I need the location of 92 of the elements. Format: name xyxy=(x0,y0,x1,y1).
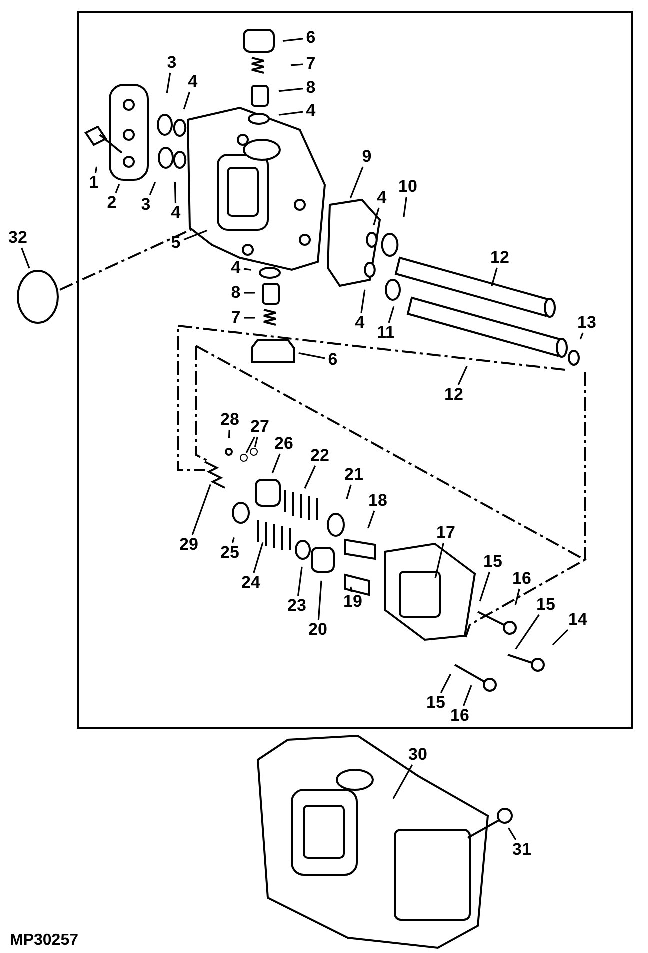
leader-line xyxy=(580,332,584,340)
callout-number: 16 xyxy=(448,707,472,725)
leader-line xyxy=(508,828,517,840)
leader-line xyxy=(184,230,208,241)
callout-number: 15 xyxy=(481,553,505,571)
ball-circle xyxy=(240,454,248,462)
leader-line xyxy=(360,290,366,314)
callout-number: 29 xyxy=(177,536,201,554)
callout-number: 16 xyxy=(510,570,534,588)
callout-number: 25 xyxy=(218,544,242,562)
callout-number: 30 xyxy=(406,746,430,764)
leader-line xyxy=(282,38,304,42)
leader-line xyxy=(463,685,472,706)
callout-number: 10 xyxy=(396,178,420,196)
callout-number: 2 xyxy=(105,194,119,212)
leader-line xyxy=(491,268,498,286)
callout-number: 15 xyxy=(424,694,448,712)
callout-number: 9 xyxy=(360,148,374,166)
callout-number: 14 xyxy=(566,611,590,629)
leader-line xyxy=(192,484,212,536)
leader-line xyxy=(149,182,156,196)
callout-number: 23 xyxy=(285,597,309,615)
callout-number: 6 xyxy=(326,351,340,369)
callout-number: 6 xyxy=(304,29,318,47)
leader-line xyxy=(373,208,380,226)
leader-line xyxy=(232,538,235,544)
callout-number: 3 xyxy=(139,196,153,214)
callout-number: 12 xyxy=(488,249,512,267)
leader-line xyxy=(479,572,490,602)
leader-line xyxy=(183,92,191,110)
leader-line xyxy=(515,614,540,650)
leader-line xyxy=(458,366,468,386)
leader-line xyxy=(278,111,304,116)
callout-number: 18 xyxy=(366,492,390,510)
callout-number: 3 xyxy=(165,54,179,72)
leader-line xyxy=(115,184,120,194)
leader-line xyxy=(403,196,408,218)
leader-line xyxy=(552,629,569,646)
leader-line xyxy=(228,430,230,438)
callout-number: 8 xyxy=(229,284,243,302)
leader-line xyxy=(174,182,177,204)
callout-number: 8 xyxy=(304,79,318,97)
leader-line xyxy=(304,466,316,489)
leader-line xyxy=(253,542,264,574)
leader-line xyxy=(298,352,326,360)
leader-line xyxy=(318,580,322,620)
leader-line xyxy=(246,436,256,454)
callout-number: 12 xyxy=(442,386,466,404)
callout-number: 21 xyxy=(342,466,366,484)
callout-number: 24 xyxy=(239,574,263,592)
ball-circle xyxy=(250,448,258,456)
leader-line xyxy=(94,166,98,174)
leader-line xyxy=(290,64,304,66)
callout-number: 4 xyxy=(169,204,183,222)
callout-number: 1 xyxy=(87,174,101,192)
callout-number: 7 xyxy=(229,309,243,327)
leader-line xyxy=(346,484,352,500)
callout-number: 28 xyxy=(218,411,242,429)
leader-line xyxy=(244,292,255,294)
callout-number: 4 xyxy=(186,73,200,91)
leader-line xyxy=(388,306,395,324)
callout-number: 26 xyxy=(272,435,296,453)
leader-line xyxy=(350,166,364,199)
leader-line xyxy=(350,586,352,592)
leader-line xyxy=(254,436,258,448)
callout-number: 17 xyxy=(434,524,458,542)
leader-line xyxy=(514,588,520,606)
figure-code: MP30257 xyxy=(10,932,78,950)
leader-line xyxy=(244,268,252,271)
leader-line xyxy=(440,674,452,694)
callout-number: 20 xyxy=(306,621,330,639)
callout-number: 4 xyxy=(229,259,243,277)
leader-line xyxy=(278,88,304,92)
leader-line xyxy=(21,248,30,269)
callout-number: 22 xyxy=(308,447,332,465)
leader-line xyxy=(368,510,376,529)
leader-line xyxy=(434,542,444,578)
callout-number: 13 xyxy=(575,314,599,332)
callout-number: 15 xyxy=(534,596,558,614)
callout-number: 32 xyxy=(6,229,30,247)
leader-line xyxy=(298,566,303,596)
callout-number: 31 xyxy=(510,841,534,859)
leader-line xyxy=(244,317,255,319)
callout-number: 11 xyxy=(374,324,398,342)
leader-line xyxy=(272,454,281,474)
callout-number: 4 xyxy=(353,314,367,332)
callout-number: 19 xyxy=(341,593,365,611)
callout-number: 7 xyxy=(304,55,318,73)
leader-line xyxy=(166,72,172,94)
callout-number: 27 xyxy=(248,418,272,436)
callout-number: 4 xyxy=(375,189,389,207)
callout-number: 4 xyxy=(304,102,318,120)
